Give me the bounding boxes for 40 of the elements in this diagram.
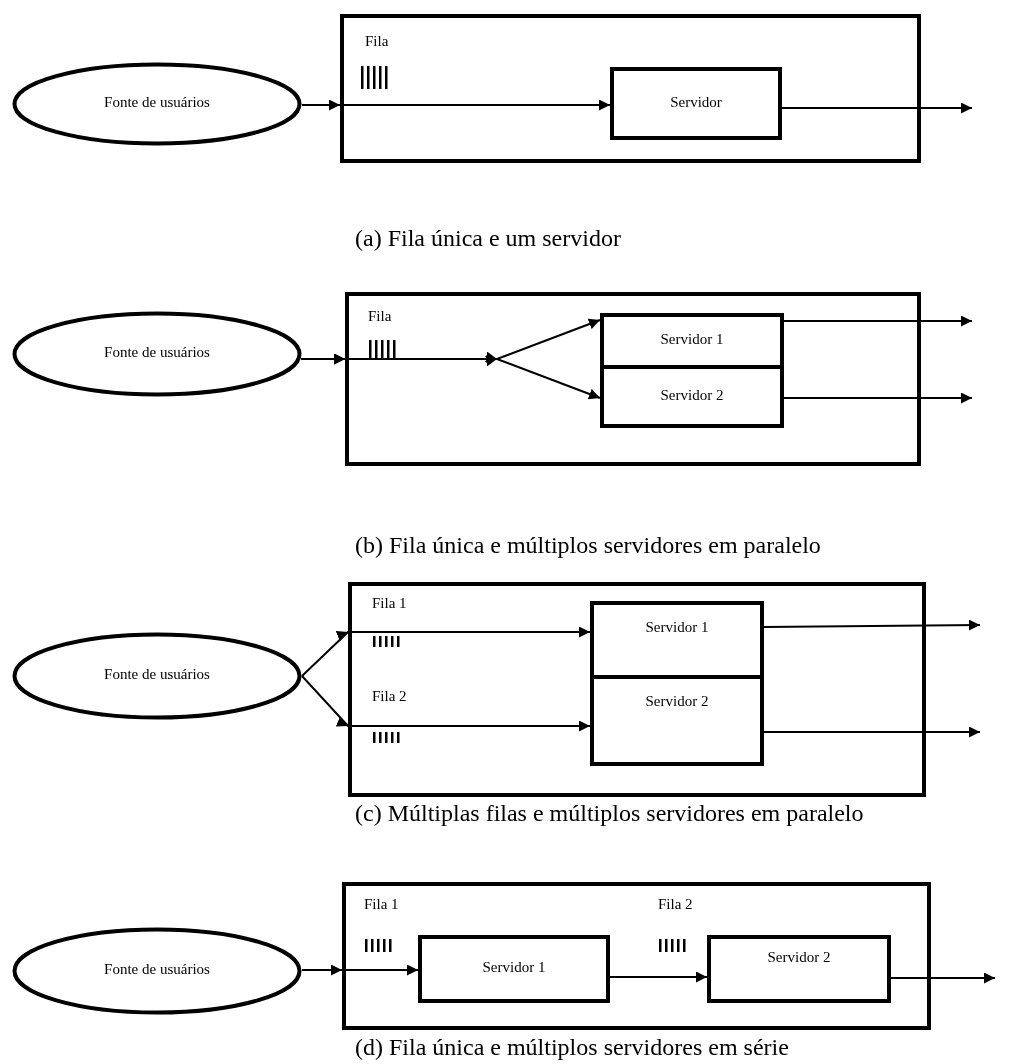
- system-box: [348, 582, 926, 797]
- arrow: [763, 727, 981, 738]
- caption: (b) Fila única e múltiplos servidores em paralelo: [355, 532, 821, 559]
- node-label: Fonte de usuários: [103, 666, 211, 683]
- arrow: [300, 965, 419, 976]
- node-label: Servidor 1: [644, 619, 710, 636]
- arrow: [890, 973, 996, 984]
- node-label: Servidor 2: [766, 949, 832, 966]
- node-label: Servidor 2: [644, 693, 710, 710]
- arrow: [783, 393, 973, 404]
- server-box: [418, 935, 610, 1003]
- arrow: [781, 103, 973, 114]
- queue-label: Fila 1: [372, 595, 407, 612]
- arrow: [763, 620, 981, 631]
- node-label: Fonte de usuários: [103, 94, 211, 111]
- node-label: Fonte de usuários: [103, 344, 211, 361]
- caption: (d) Fila única e múltiplos servidores em série: [355, 1034, 789, 1061]
- server-box: [707, 935, 891, 1003]
- caption: (c) Múltiplas filas e múltiplos servidores em paralelo: [355, 800, 864, 827]
- queue-label: Fila 2: [372, 688, 407, 705]
- system-box: [345, 292, 921, 466]
- node-label: Servidor 2: [659, 386, 725, 404]
- arrow: [301, 675, 591, 732]
- node-label: Servidor 1: [659, 331, 725, 348]
- queue-label: Fila: [365, 33, 389, 50]
- arrow: [783, 316, 973, 327]
- system-box: [342, 882, 931, 1030]
- node-label: Fonte de usuários: [103, 961, 211, 978]
- node-label: Servidor: [669, 93, 723, 111]
- queue-label: Fila: [368, 308, 392, 325]
- caption: (a) Fila única e um servidor: [355, 225, 621, 252]
- arrow: [301, 627, 591, 677]
- server-box: [610, 67, 782, 140]
- arrow: [300, 100, 611, 111]
- queue-label: Fila 1: [364, 896, 399, 913]
- arrow: [300, 352, 601, 400]
- system-box: [340, 14, 921, 163]
- node-label: Servidor 1: [481, 959, 547, 976]
- queue-label: Fila 2: [658, 896, 693, 913]
- arrow: [609, 972, 708, 983]
